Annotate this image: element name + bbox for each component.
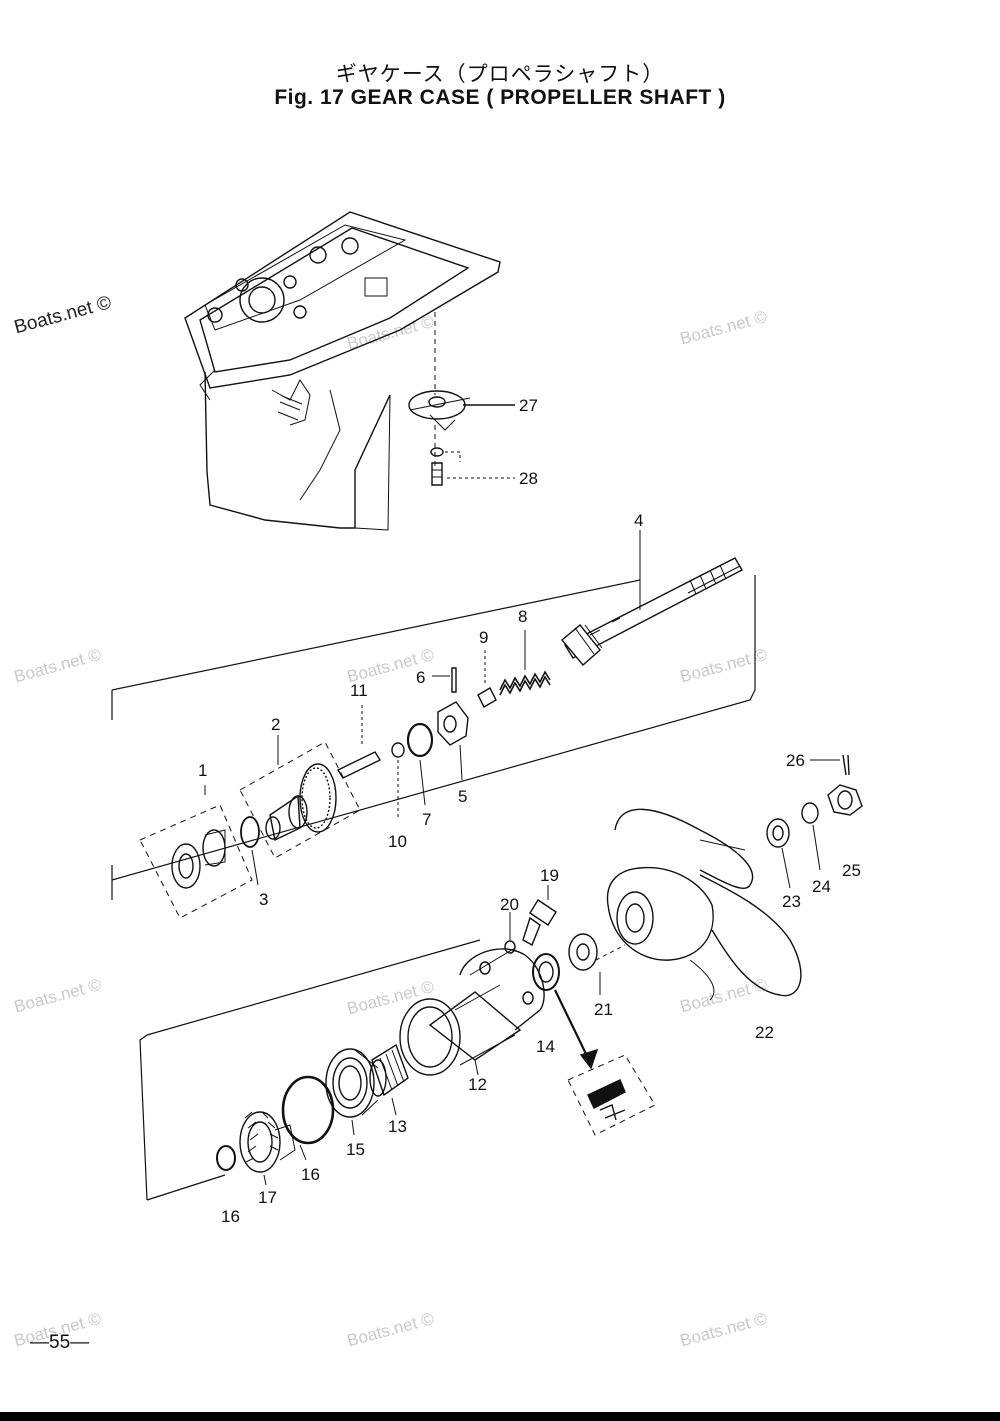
spacer: [766, 818, 790, 848]
part-label: 7: [422, 810, 431, 829]
part-label: 3: [259, 890, 268, 909]
o-ring: [281, 1075, 335, 1145]
shim-ring: [240, 816, 260, 848]
oil-seal: [532, 953, 560, 991]
propeller-nut: [827, 784, 863, 816]
clutch: [437, 701, 469, 746]
part-label: 14: [536, 1037, 555, 1056]
needle-bearing: [369, 1043, 409, 1097]
part-label: 19: [540, 866, 559, 885]
figure-title-japanese: ギヤケース（プロペラシャフト）: [335, 62, 665, 86]
pin: [451, 667, 457, 693]
part-label: 21: [594, 1000, 613, 1019]
ball-bearing: [325, 1048, 379, 1118]
part-label: 1: [198, 761, 207, 780]
bolt: [430, 447, 444, 486]
part-label: 6: [416, 668, 425, 687]
propeller-shaft: [561, 557, 743, 666]
part-label: 10: [388, 832, 407, 851]
bearing-group: [139, 804, 253, 919]
o-ring: [406, 722, 434, 758]
part-label: 17: [258, 1188, 277, 1207]
bearing-housing: [399, 947, 545, 1076]
washer: [391, 742, 405, 758]
part-label: 20: [500, 895, 519, 914]
bolt: [522, 899, 557, 946]
retaining-ring: [216, 1145, 236, 1171]
part-label: 16: [221, 1207, 240, 1226]
part-label: 27: [519, 396, 538, 415]
push-rod: [336, 751, 382, 779]
reverse-gear: [239, 1111, 296, 1173]
part-label: 26: [786, 751, 805, 770]
part-label: 13: [388, 1117, 407, 1136]
part-label: 16: [301, 1165, 320, 1184]
part-label: 2: [271, 715, 280, 734]
part-label: 5: [458, 787, 467, 806]
thrust-bushing: [568, 933, 598, 971]
part-label: 25: [842, 861, 861, 880]
washer: [504, 940, 516, 954]
part-label: 23: [782, 892, 801, 911]
page-bottom-border: [0, 1412, 1000, 1421]
plunger: [477, 687, 497, 708]
part-label: 22: [755, 1023, 774, 1042]
part-label: 24: [812, 877, 831, 896]
part-label: 11: [350, 681, 368, 700]
anode-plate: [408, 390, 471, 431]
part-label: 4: [634, 511, 643, 530]
part-label: 8: [518, 607, 527, 626]
figure-title: Fig. 17 GEAR CASE ( PROPELLER SHAFT ): [274, 86, 726, 109]
part-label: 12: [468, 1075, 487, 1094]
part-label: 9: [479, 628, 488, 647]
seal-detail-inset: [567, 1054, 656, 1136]
cotter-pin: [842, 754, 850, 776]
gear-case-housing: [184, 211, 501, 531]
forward-gear-group: [239, 741, 361, 859]
part-label: 28: [519, 469, 538, 488]
part-label: 15: [346, 1140, 365, 1159]
page-number: —55—: [30, 1332, 90, 1353]
propeller: [606, 808, 802, 1001]
spring: [499, 670, 551, 696]
part-labels: 1 2 3 4 5 6 7 8 9 10 11 12 13 14 15 16 1…: [198, 396, 861, 1226]
washer: [801, 802, 819, 824]
